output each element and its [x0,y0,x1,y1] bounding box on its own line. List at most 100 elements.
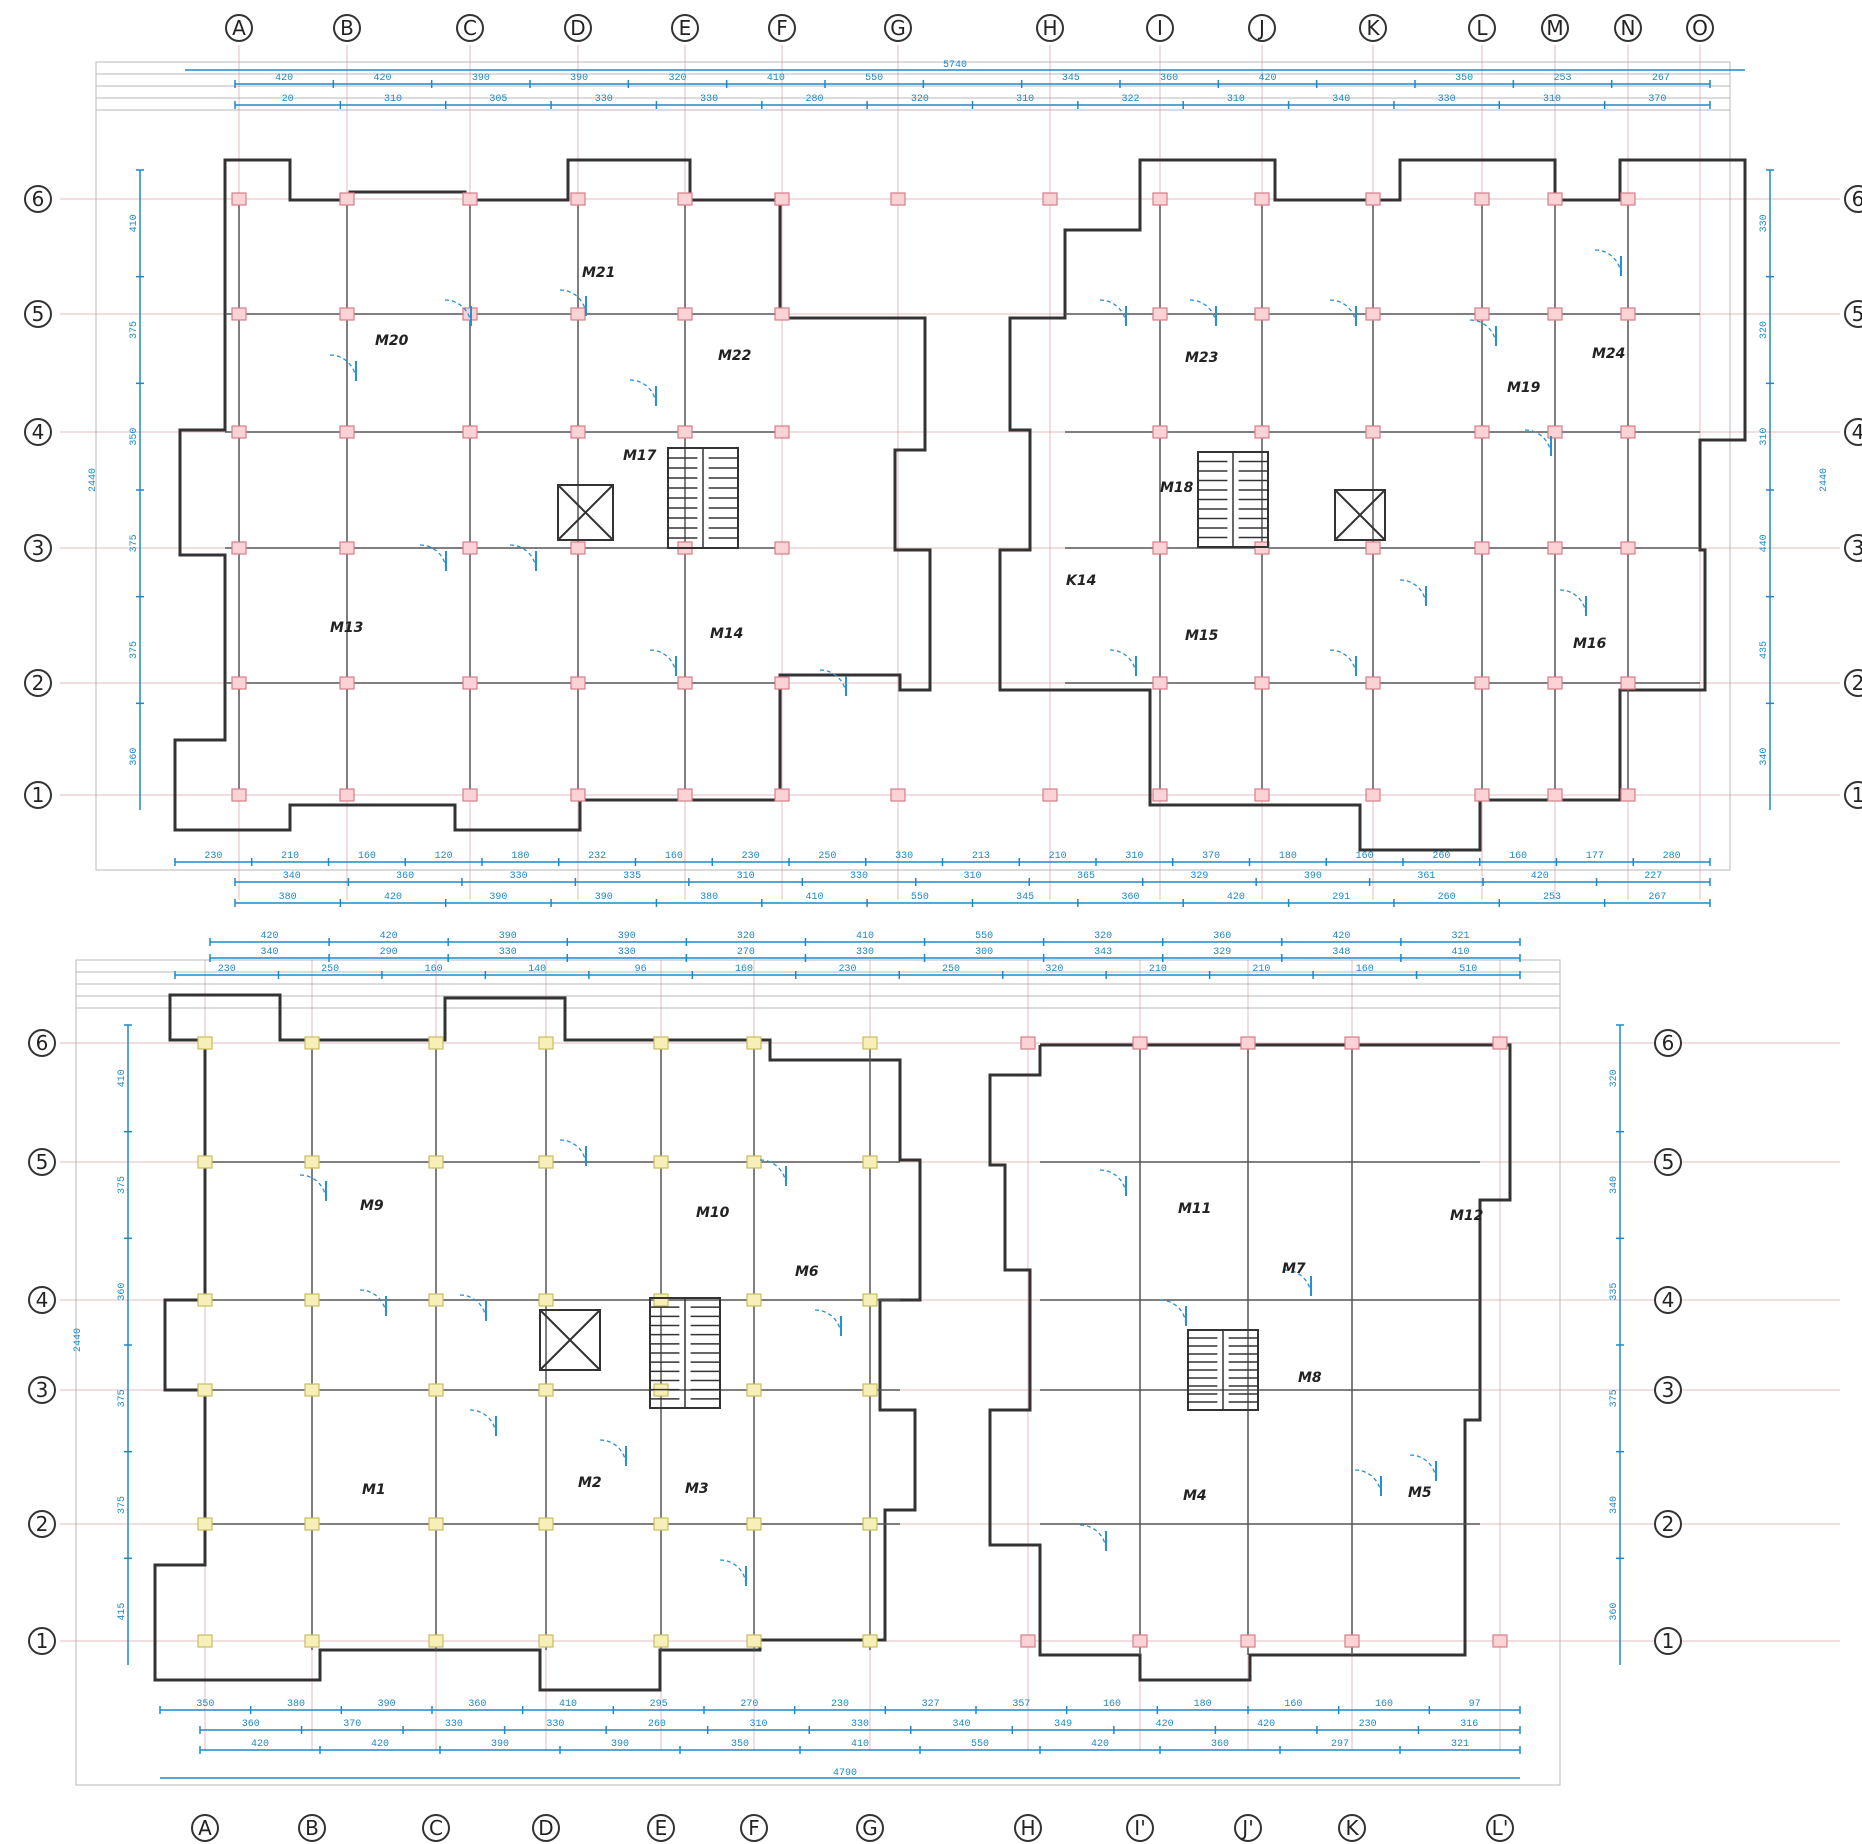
dim-total: 2440 [73,1328,84,1352]
door-swing-30 [1409,1454,1437,1482]
upper-axis-right-1-circle [1844,781,1862,809]
tag-M2: M2 [578,1475,602,1491]
upper-left-column [231,676,247,690]
dim-value: 348 [1332,947,1350,958]
door-swing-12 [1594,249,1622,277]
dim-value: 375 [117,1496,128,1514]
upper-axis-right-6-label: 6 [1852,187,1862,211]
dim-value: 350 [1455,73,1473,84]
lower-axis-right-1-circle [1654,1627,1682,1655]
upper-left-column [462,541,478,555]
lower-axis-right-1-label: 1 [1662,1629,1675,1653]
upper-axis-left-1-label: 1 [32,783,45,807]
dim-value: 360 [1122,892,1140,903]
upper-axis-top-F-label: F [776,16,788,40]
dim-value: 375 [117,1176,128,1194]
dim-value: 370 [1202,851,1220,862]
dim-value: 390 [491,1739,509,1750]
dim-value: 420 [1258,73,1276,84]
upper-left-column [462,676,478,690]
upper-axis-top-K-label: K [1366,16,1380,40]
dim-value: 96 [635,964,647,975]
upper-axis-top-N-circle [1614,14,1642,42]
dim-value: 340 [953,1719,971,1730]
lower-axis-bottom-E-circle [647,1814,675,1842]
upper-left-column [339,541,355,555]
dim-value: 327 [922,1699,940,1710]
upper-right-column [1365,192,1381,206]
dim-value: 550 [971,1739,989,1750]
door-swing-9 [1189,299,1217,327]
upper-axis-top-L-label: L [1476,16,1488,40]
door-swing-26 [719,1559,747,1587]
dim-value: 210 [281,851,299,862]
lower-left-column [653,1155,669,1169]
lower-axis-bottom-A-label: A [198,1816,212,1840]
dim-value: 310 [1543,94,1561,105]
upper-axis-top-A-circle [225,14,253,42]
lower-axis-right-3-label: 3 [1662,1378,1675,1402]
lower-axis-bottom-F-label: F [748,1816,760,1840]
lower-axis-left-1-circle [28,1627,56,1655]
dim-value: 349 [1054,1719,1072,1730]
dim-value: 420 [380,931,398,942]
tag-M16: M16 [1573,636,1607,652]
dim-value: 340 [1332,94,1350,105]
dim-value: 360 [396,871,414,882]
upper-axis-top-J: J [1248,14,1276,42]
upper-right-column [1365,307,1381,321]
upper-axis-top-E-circle [671,14,699,42]
upper-axis-top-I-circle [1146,14,1174,42]
upper-axis-top-O-circle [1686,14,1714,42]
dim-value: 160 [358,851,376,862]
upper-axis-top-J-label: J [1257,16,1265,40]
tag-M9: M9 [360,1198,384,1214]
dim-value: 280 [805,94,823,105]
dim-value: 420 [1531,871,1549,882]
tag-M10: M10 [696,1205,730,1221]
upper-right-column [1620,788,1636,802]
dim-value: 322 [1122,94,1140,105]
lower-left-column [197,1293,213,1307]
lower-axis-bottom-D-circle [532,1814,560,1842]
dim-value: 180 [511,851,529,862]
dim-value: 160 [425,964,443,975]
dim-value: 230 [742,851,760,862]
upper-axis-right-5: 5 [1844,300,1862,328]
door-swing-25 [599,1439,627,1467]
lower-left-column [746,1155,762,1169]
lower-axis-right-2-label: 2 [1662,1512,1675,1536]
dim-value: 390 [472,73,490,84]
dim-value: 330 [856,947,874,958]
upper-axis-top-G: G [884,14,912,42]
lower-axis-left-4-label: 4 [36,1288,49,1312]
dim-value: 420 [261,931,279,942]
upper-axis-left-6: 6 [24,185,52,213]
dim-value: 390 [611,1739,629,1750]
upper-axis-right-2-label: 2 [1852,671,1862,695]
upper-left-column [677,788,693,802]
upper-left-column [231,425,247,439]
lower-left-stair [649,1297,721,1409]
lower-axis-bottom-L'-circle [1486,1814,1514,1842]
lower-axis-left-2-circle [28,1510,56,1538]
lower-axis-bottom-L'-label: L' [1492,1816,1509,1840]
lower-left-column [538,1517,554,1531]
dim-value: 213 [972,851,990,862]
upper-axis-left-2-label: 2 [32,671,45,695]
upper-left-column [774,788,790,802]
upper-right-column [1474,676,1490,690]
upper-right-column [1474,788,1490,802]
upper-axis-right-1: 1 [1844,781,1862,809]
dim-value: 253 [1553,73,1571,84]
lower-axis-left-4: 4 [28,1286,56,1314]
upper-left-column [774,307,790,321]
door-swing-20 [459,1294,487,1322]
dim-value: 550 [911,892,929,903]
dim-value: 210 [1049,851,1067,862]
lower-axis-left-1-label: 1 [36,1629,49,1653]
upper-left-column [339,676,355,690]
dim-value: 291 [1332,892,1350,903]
upper-axis-top-C-circle [456,14,484,42]
dim-value: 335 [1609,1283,1620,1301]
